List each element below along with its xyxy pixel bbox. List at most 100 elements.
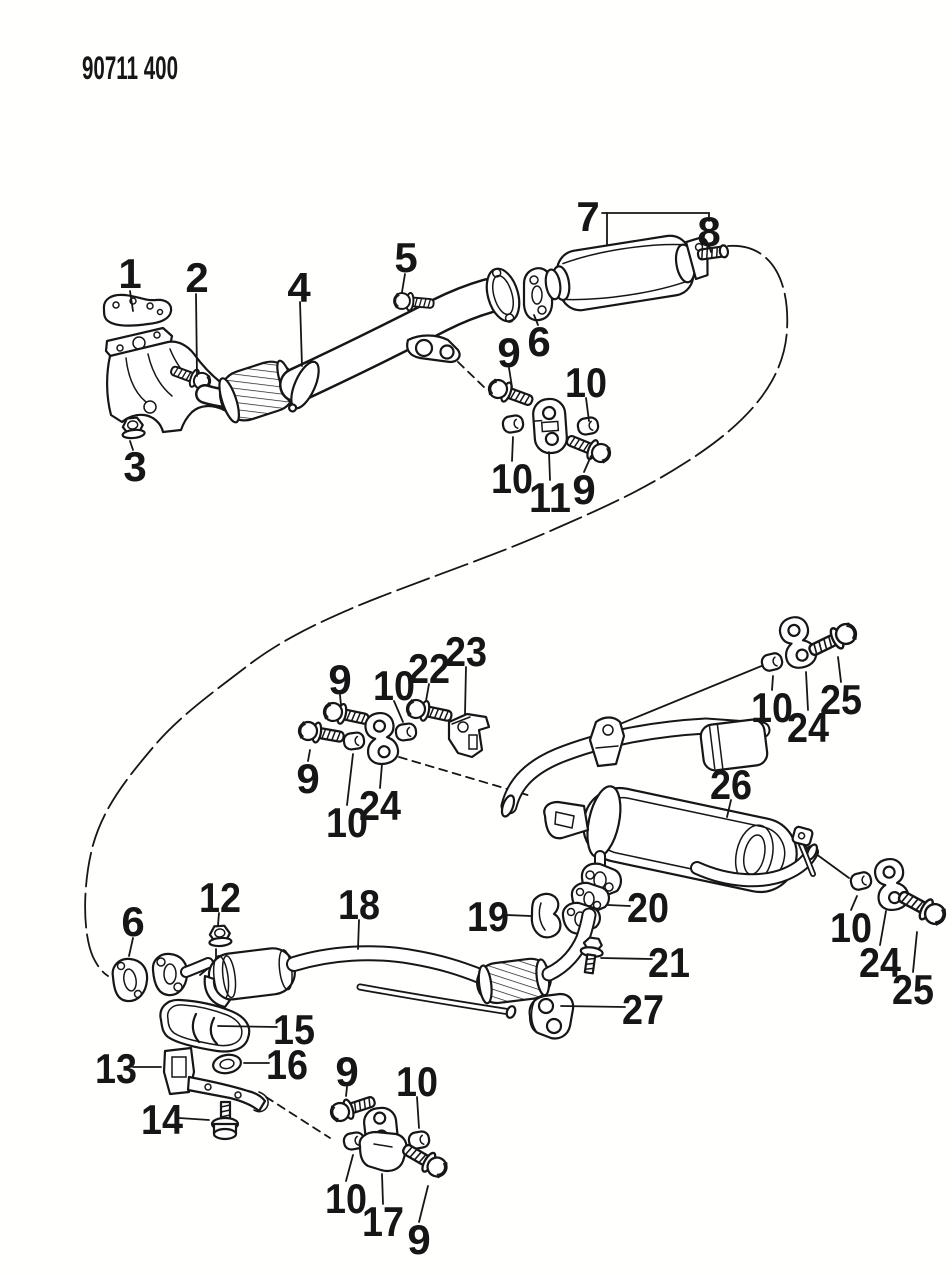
callout-10: 10: [751, 684, 793, 731]
callout-9: 9: [497, 329, 520, 376]
spacer-10-mid-right: [393, 721, 419, 743]
callout-7-bracket: [601, 212, 710, 222]
front-pipe-flange: [485, 267, 521, 323]
flange-bracket-19: [530, 892, 562, 939]
bolt-8: [696, 244, 730, 261]
callout-9: 9: [328, 656, 351, 703]
callout-leader-9: [345, 1086, 348, 1097]
callout-6: 6: [121, 898, 144, 945]
callout-2: 2: [185, 254, 208, 301]
callout-leader-23: [464, 666, 467, 715]
callout-leader-10: [346, 753, 354, 806]
callout-21: 21: [648, 939, 690, 986]
callout-12: 12: [199, 874, 241, 921]
callout-17: 17: [362, 1198, 404, 1245]
callout-7: 7: [576, 193, 599, 240]
callout-9: 9: [335, 1048, 358, 1095]
callout-leader-3: [129, 440, 134, 451]
callout-14: 14: [141, 1096, 184, 1143]
callout-leader-18: [357, 919, 360, 950]
catalytic-converter: [544, 234, 709, 312]
callout-24: 24: [859, 939, 902, 986]
callout-leader-10: [771, 675, 774, 691]
callout-25: 25: [892, 966, 934, 1013]
callout-10: 10: [565, 359, 607, 406]
callout-22: 22: [408, 645, 450, 692]
callout-leader-4: [299, 301, 303, 367]
rubber-hanger-24-mid: [361, 710, 401, 767]
callout-leader-25: [837, 656, 842, 683]
callout-leader-10: [850, 895, 858, 911]
callout-5: 5: [394, 234, 417, 281]
hanger-bracket-23: [447, 712, 491, 759]
callout-leader-9: [418, 1185, 429, 1223]
spacer-10-bottom-right: [848, 869, 874, 893]
callout-10: 10: [326, 799, 368, 846]
callout-19: 19: [467, 893, 509, 940]
callout-leader-6: [128, 937, 134, 957]
callout-leader-9: [583, 455, 592, 473]
muffler-front-bracket: [543, 800, 590, 840]
callout-leader-11: [548, 451, 551, 481]
stay-bracket-to-bolt-9: [457, 361, 487, 390]
resonator-clamp: [203, 974, 232, 1009]
callout-16: 16: [266, 1041, 308, 1088]
callout-leader-20: [607, 904, 631, 907]
callout-leader-19: [505, 914, 532, 917]
bolt-25-top-right: [804, 618, 861, 663]
callout-leader-5: [401, 273, 406, 293]
callout-leader-24: [379, 763, 383, 789]
rubber-hanger-27: [528, 992, 575, 1040]
callout-leader-8: [708, 244, 712, 253]
callout-leader-24: [805, 671, 809, 711]
connector-layer: [84, 212, 850, 1139]
spacer-10-upper-left: [500, 413, 526, 435]
callout-leader-24: [879, 910, 887, 946]
heat-shield-15: [159, 998, 251, 1053]
callout-15: 15: [273, 1006, 315, 1053]
bolt-21: [579, 936, 604, 975]
spacer-10-top-right: [759, 650, 785, 674]
callout-10: 10: [830, 904, 872, 951]
callout-leader-1: [129, 290, 134, 312]
callout-25: 25: [820, 676, 862, 723]
section-continuation-curve: [84, 245, 789, 977]
callout-leader-9: [307, 749, 311, 762]
spacer-10-mid-left: [341, 730, 367, 752]
gasket-6-lower: [111, 957, 149, 1003]
callout-leader-21: [600, 957, 653, 960]
callout-13: 13: [95, 1045, 137, 1092]
front-exhaust-pipe: [279, 278, 506, 413]
bracket-13-to-bolt-9: [265, 1096, 331, 1139]
hanger-bracket-17: [358, 1106, 408, 1173]
callout-leader-10: [345, 1154, 354, 1182]
callout-leader-14: [178, 1117, 210, 1121]
pipe-bracket-to-hanger-cluster: [619, 664, 765, 725]
callout-leader-10: [416, 1096, 420, 1129]
callout-9: 9: [572, 466, 595, 513]
callout-10: 10: [373, 662, 415, 709]
pipe-clamp-band: [287, 360, 320, 413]
tailpipe-hanger-bracket: [588, 716, 626, 768]
center-pipe-assembly: [111, 892, 604, 1141]
manifold-gasket: [102, 293, 173, 327]
callout-10: 10: [325, 1175, 367, 1222]
callout-23: 23: [445, 628, 487, 675]
callout-10: 10: [491, 455, 533, 502]
support-bracket-13: [162, 1046, 269, 1113]
callout-4: 4: [287, 264, 311, 311]
callout-1: 1: [118, 250, 141, 297]
stud-bolt-14: [210, 1100, 240, 1141]
callout-11: 11: [529, 474, 571, 521]
callout-leader-15: [217, 1025, 278, 1028]
nut-16: [212, 1053, 242, 1075]
callout-24: 24: [359, 782, 402, 829]
callout-leader-9: [508, 367, 513, 388]
nut-12: [207, 924, 233, 948]
callout-leader-12: [217, 912, 220, 926]
callout-leader-17: [381, 1173, 384, 1205]
callout-10: 10: [396, 1058, 438, 1105]
